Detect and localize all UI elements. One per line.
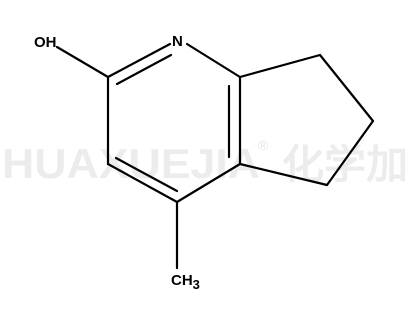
bond-c4-c3-double	[114, 156, 179, 193]
watermark-cjk: 化学加	[282, 142, 408, 188]
bonds	[55, 42, 375, 270]
watermark-latin: HUAXUEJIA	[2, 140, 260, 187]
atom-label-methyl-base: CH	[171, 272, 193, 289]
bond-c2-n1	[106, 42, 172, 79]
atom-label-nitrogen: N	[172, 33, 183, 50]
atom-label-methyl: CH3	[171, 272, 200, 292]
atom-label-methyl-subscript: 3	[193, 277, 200, 292]
bond-c7-c6	[318, 53, 375, 123]
bond-oh-c2	[55, 45, 110, 79]
bond-c7a-c7	[238, 53, 322, 79]
bond-c5-c4a	[238, 162, 329, 187]
atom-labels: OH N CH3	[34, 33, 200, 292]
bond-c2-n1-double	[115, 53, 173, 86]
watermark: HUAXUEJIA ® 化学加	[2, 137, 408, 188]
watermark-registered-mark: ®	[258, 137, 269, 153]
bond-n1-c7a	[185, 42, 242, 79]
bond-c4-c3	[106, 162, 179, 204]
bond-c4a-c4	[175, 162, 242, 204]
atom-label-hydroxyl: OH	[34, 34, 57, 51]
bond-c6-c5	[325, 119, 375, 187]
